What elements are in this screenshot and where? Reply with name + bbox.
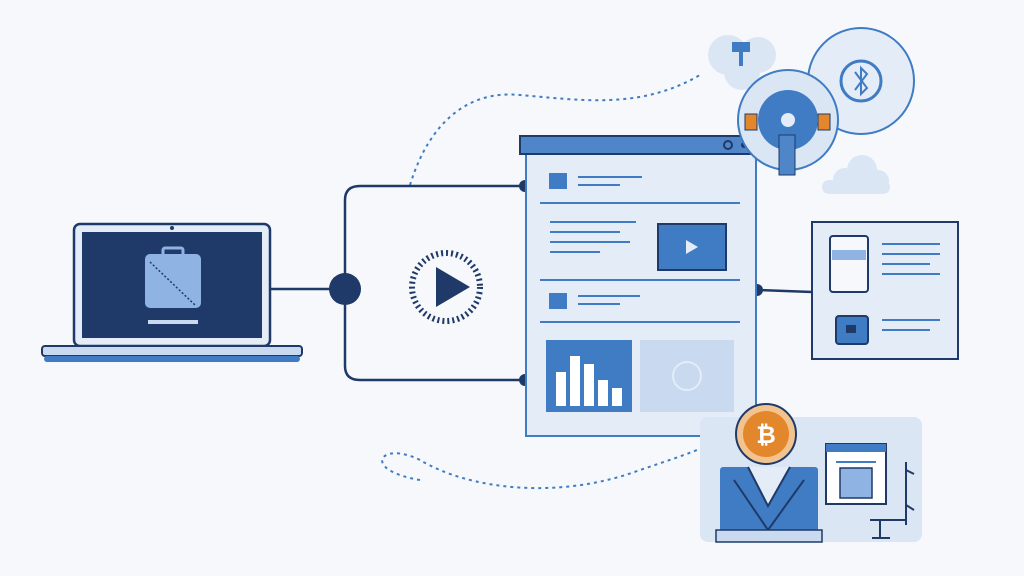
cloud-icon <box>822 155 890 194</box>
dotted-path-bottom <box>381 439 721 490</box>
briefcase-icon <box>145 246 201 324</box>
globe-icon <box>640 340 734 412</box>
bitcoin-symbol: ₿ <box>756 421 776 449</box>
document-panel-icon <box>811 221 959 360</box>
desk-lamp-icon <box>870 462 915 539</box>
connector-node-icon <box>329 273 361 305</box>
video-thumbnail-icon[interactable] <box>657 223 727 271</box>
play-icon[interactable] <box>409 250 483 324</box>
connector-lines <box>270 184 813 382</box>
gear-icon <box>737 69 839 176</box>
bitcoin-icon: ₿ <box>743 411 789 457</box>
bar-chart-icon <box>546 340 632 412</box>
person-panel: ₿ <box>700 403 922 543</box>
dotted-path-top <box>409 74 701 186</box>
cloud-icon <box>708 35 776 90</box>
monitor-icon <box>825 443 887 505</box>
